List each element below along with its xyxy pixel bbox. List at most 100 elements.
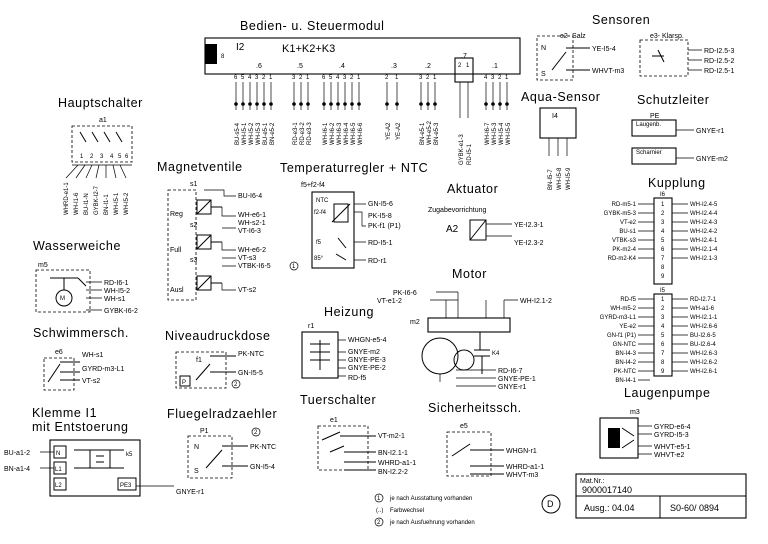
wire-label: WH-I6-2	[330, 122, 336, 145]
sensor-e2-n: N	[541, 45, 546, 52]
sensor-e3-wiring	[688, 49, 702, 71]
schutzleiter-section: Schutzleiter PE Laugenb. Scharnier GNYE-…	[631, 93, 728, 165]
heizung-box	[301, 331, 339, 379]
schutzleiter-wiring	[676, 129, 694, 159]
magnetventile-s2-label: s2	[190, 222, 198, 229]
wire-label: WH-I1-6	[74, 192, 80, 215]
group-7-box	[454, 57, 474, 83]
kupplung-bottom-wiring	[638, 298, 688, 381]
wire-label: RD-I5-1	[467, 143, 473, 165]
klemme-wiring	[40, 451, 174, 487]
temp-ntc-label: NTC	[316, 198, 329, 204]
fluegel-box	[187, 435, 233, 479]
wire-label: WH-I5-9	[566, 167, 572, 190]
klemme-filter	[74, 449, 124, 469]
wire-label: GYBK-I2-7	[94, 185, 100, 215]
pin-label: 2	[299, 75, 303, 81]
note-2-marker	[231, 379, 241, 389]
heizung-ref: r1	[308, 323, 314, 330]
legend-1-text: je nach Ausstattung vorhanden	[389, 496, 472, 502]
wire-label: WH-I5-3	[256, 122, 262, 145]
magnetventile-title: Magnetventile	[157, 160, 243, 174]
magnetventile-s3-label: s3	[190, 257, 198, 264]
pin-label: 1	[505, 75, 509, 81]
wasserweiche-box	[35, 269, 91, 313]
pin-label: 4	[661, 229, 665, 235]
schwimmer-switch	[47, 361, 80, 383]
wire-label: VT-e2	[620, 220, 637, 226]
wire-label: WH-I6-7	[485, 122, 491, 145]
wire-label: VTBK-s3	[612, 238, 637, 244]
hauptschalter-wire-labels: WHRD-e1-1 WH-I1-6 BU-I1-N GYBK-I2-7 BN-I…	[64, 182, 130, 215]
wire-label: VT-e1-2	[377, 298, 402, 305]
pin-label: 2	[90, 154, 94, 160]
wire-label: WH-I6-3	[337, 122, 343, 145]
legend-3-sym: 2	[377, 520, 381, 526]
wire-label: RD-I6-7	[498, 368, 523, 375]
note-1-marker	[289, 261, 299, 271]
schwimmer-title: Schwimmersch.	[33, 326, 129, 340]
wire-label: BN-I4-1	[615, 378, 636, 384]
tuer-title: Tuerschalter	[300, 393, 376, 407]
wire-label: GNYE-m2	[696, 156, 728, 163]
wire-label: BU-s1	[619, 229, 636, 235]
pin-label: 8	[661, 360, 665, 366]
wire-label: RD-I2.5-3	[704, 48, 734, 55]
wire-label: VT-s2	[238, 287, 256, 294]
niveau-box	[175, 351, 227, 389]
motor-bottom-labels: RD-I6-7 GNYE-PE-1 GNYE-r1	[498, 368, 536, 391]
document-code: S0-60/ 0894	[670, 503, 719, 513]
wire-label: BN-I2.1-1	[378, 450, 408, 457]
wire-label: YE-A2	[386, 122, 392, 140]
module-pin-numbers: 6 5 4 3 2 1 3 2 1 6 5 4 3 2 1 2 1 3 2 1 …	[234, 63, 509, 81]
wire-label: WH-I5-2	[124, 192, 130, 215]
wire-label: BN-I1-1	[104, 194, 110, 215]
wire-label: WH-I5-4	[499, 122, 505, 145]
temp-85-label: 85°	[314, 256, 324, 262]
wire-label: WH-I2.4-4	[690, 211, 718, 217]
wire-label: VT-I6-3	[238, 228, 261, 235]
pin-label: 4	[248, 75, 252, 81]
niveau-title: Niveaudruckdose	[165, 329, 271, 343]
pin-label: 5	[661, 238, 665, 244]
hauptschalter-ref: a1	[99, 117, 107, 124]
wire-label: RD-e3-2	[300, 122, 306, 145]
pin-label: 5	[661, 333, 665, 339]
laugen-motor-core	[608, 428, 620, 448]
pin-label: 3	[100, 154, 104, 160]
pin-label: 1	[306, 75, 310, 81]
group-6-label: .6	[256, 63, 262, 70]
pin-label: 1	[357, 75, 361, 81]
wire-label: GYRD-m3-L1	[600, 315, 637, 321]
kupplung-top-box	[653, 197, 673, 285]
pin-label: 6	[234, 75, 238, 81]
pin-label: 6	[661, 342, 665, 348]
group-4-label: .4	[339, 63, 345, 70]
wire-label: WH-I5-8	[557, 167, 563, 190]
wire-label: WH-I2.1-4	[690, 247, 718, 253]
pin-label: 2	[458, 63, 462, 69]
info-block: D Mat.Nr.: 9000017140 Ausg.: 04.04 S0-60…	[541, 473, 747, 519]
wire-label: BU-I1-N	[84, 193, 90, 215]
kupplung-title: Kupplung	[648, 176, 706, 190]
ground-block-2-label: Scharnier	[636, 150, 662, 156]
schwimmer-ref: e6	[55, 349, 63, 356]
sicherheit-box	[446, 431, 492, 477]
wire-label: BN-e5-3	[434, 122, 440, 145]
heizung-element	[310, 340, 330, 370]
temp-f2-label: f2-f4	[314, 210, 327, 216]
niveau-section: Niveaudruckdose f1 P PK-NTC GN-I5-5 2	[165, 329, 271, 389]
wire-label: GYBK-I6-2	[104, 308, 138, 315]
magnetventile-full-label: Full	[170, 247, 182, 254]
motor-top-wiring	[430, 291, 518, 318]
wire-label: WH-I2.6-1	[690, 369, 718, 375]
wire-label: WH-s1	[82, 352, 103, 359]
wire-label: YE-I5-4	[592, 46, 616, 53]
wire-label: GN-f1 (P1)	[607, 333, 636, 339]
wire-label: PK-NTC	[614, 369, 637, 375]
legend-3-marker	[374, 517, 384, 527]
wire-label: WH-e6-2	[238, 247, 266, 254]
wire-label: WHGN-e5-4	[348, 337, 387, 344]
wasserweiche-switch	[50, 277, 87, 290]
wire-label: WH-I2.4-1	[690, 238, 718, 244]
